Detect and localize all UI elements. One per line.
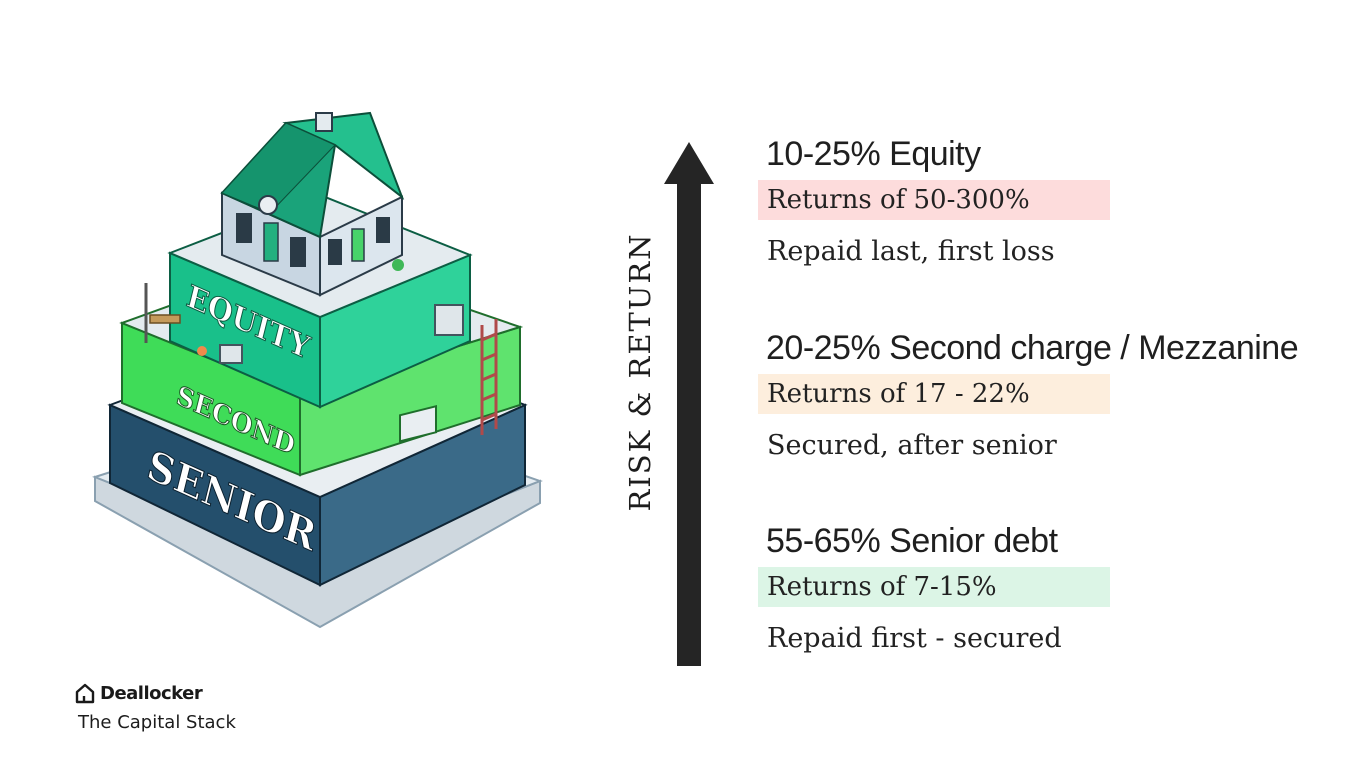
tier-title: 55-65% Senior debt [766,522,1058,560]
tier-note: Repaid last, first loss [767,236,1055,267]
construction-items [144,283,464,364]
tier-equity: 10-25% Equity Returns of 50-300% Repaid … [758,134,1318,267]
tier-second-charge: 20-25% Second charge / Mezzanine Returns… [758,328,1318,461]
capital-stack-illustration: SENIOR SECOND EQUITY [80,105,560,645]
tier-returns-box: Returns of 7-15% [758,567,1110,607]
ladder [480,319,498,435]
tier-returns-box: Returns of 17 - 22% [758,374,1110,414]
tier-note: Repaid first - secured [767,623,1062,654]
tier-senior-debt: 55-65% Senior debt Returns of 7-15% Repa… [758,521,1318,654]
house-icon [75,683,95,704]
risk-return-axis-label: RISK & RETURN [623,232,657,512]
tier-title: 20-25% Second charge / Mezzanine [766,329,1299,367]
tier-note: Secured, after senior [767,430,1057,461]
brand-name: Deallocker [100,682,203,704]
brand-logo: Deallocker [74,682,203,704]
tier-title: 10-25% Equity [766,135,981,173]
risk-return-arrow [662,142,716,673]
house [220,111,405,297]
tier-returns-box: Returns of 50-300% [758,180,1110,220]
page-caption: The Capital Stack [78,712,236,733]
